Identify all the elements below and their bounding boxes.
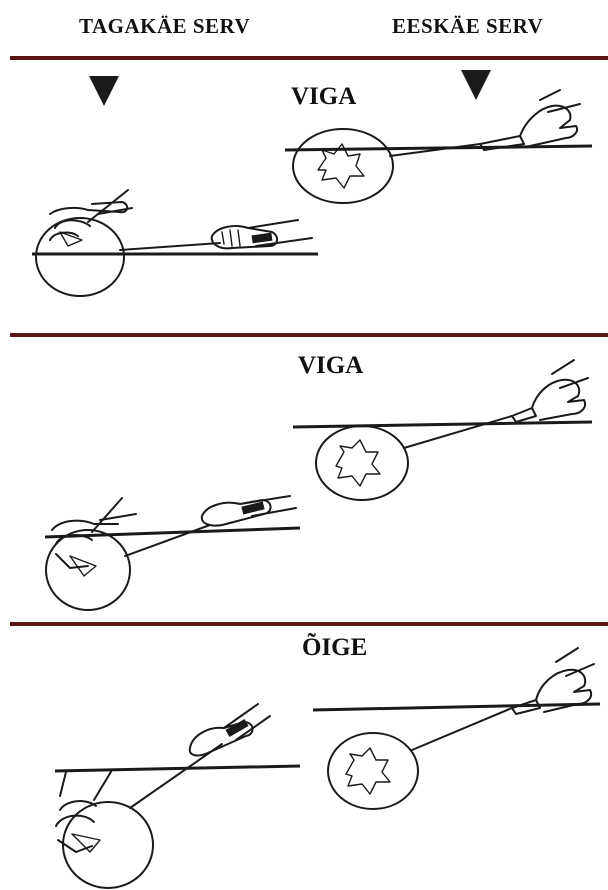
- racket-head: [316, 426, 408, 500]
- racket-shaft: [404, 416, 512, 448]
- hand-fingers: [222, 230, 240, 246]
- shuttlecock-icon: [346, 748, 390, 794]
- triangle-down-icon: [89, 76, 119, 106]
- racket-shaft: [125, 525, 210, 556]
- triangle-down-icon: [461, 70, 491, 100]
- waist-line: [293, 422, 592, 427]
- panel-3-forehand-serve: [313, 648, 600, 809]
- racket-grip: [252, 233, 273, 244]
- panel-1-forehand-serve: [285, 90, 592, 203]
- shuttlecock-icon: [60, 232, 82, 246]
- shuttlecock-icon: [336, 440, 380, 486]
- racket-shaft: [390, 144, 480, 156]
- panel-2-forehand-serve: [293, 360, 592, 500]
- waist-line: [55, 766, 300, 771]
- racket-head: [46, 530, 130, 610]
- hand-racket: [536, 648, 594, 712]
- racket-head: [328, 733, 418, 809]
- racket-shaft: [120, 243, 220, 250]
- racket-head: [36, 218, 124, 296]
- panel-1-backhand-serve: [32, 190, 318, 296]
- panel-3-backhand-serve: [55, 704, 300, 888]
- racket-shaft: [412, 708, 512, 750]
- panel-2-backhand-serve: [45, 496, 300, 610]
- racket-head: [293, 129, 393, 203]
- hand-racket: [532, 360, 588, 420]
- racket-grip: [512, 408, 536, 422]
- hand-shuttle: [56, 770, 112, 852]
- hand-racket: [520, 90, 580, 146]
